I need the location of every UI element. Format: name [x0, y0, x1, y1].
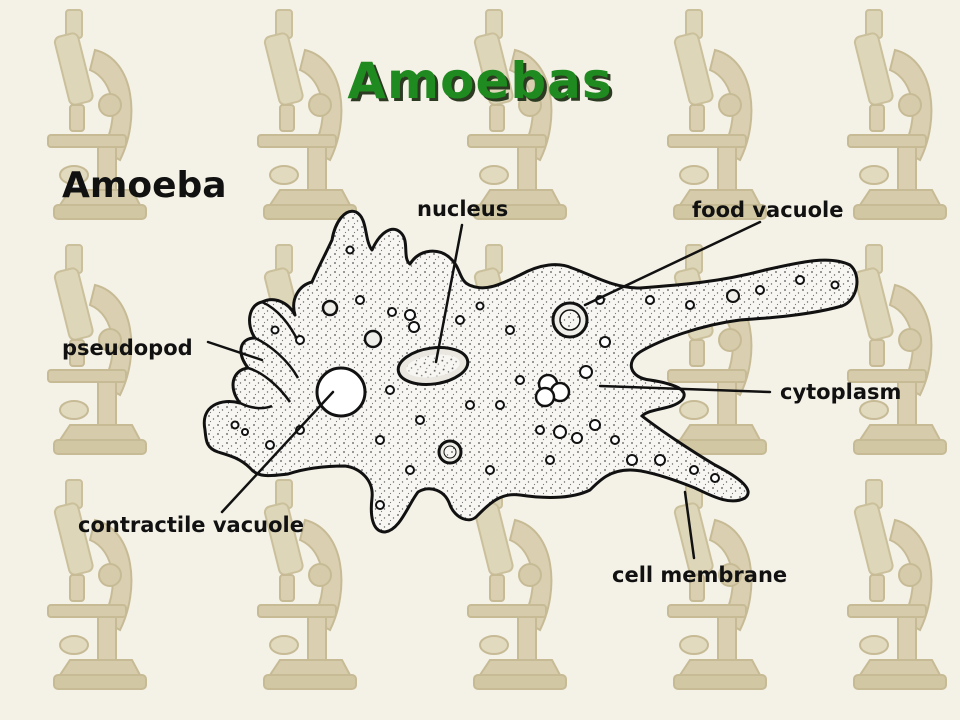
contractile-vacuole-leader	[220, 390, 335, 514]
label-nucleus: nucleus	[417, 197, 509, 221]
label-pseudopod: pseudopod	[62, 336, 193, 360]
slide-title: Amoebas	[347, 52, 613, 110]
label-cell-membrane: cell membrane	[612, 563, 788, 587]
label-contractile-vacuole: contractile vacuole	[78, 513, 304, 537]
food-vacuole-leader	[583, 220, 762, 307]
pseudopod-leader	[206, 340, 264, 362]
label-cytoplasm: cytoplasm	[780, 380, 902, 404]
cell-body	[202, 209, 859, 534]
contractile-vacuole-organelle	[315, 366, 367, 418]
nucleus-leader	[434, 223, 464, 364]
diagram-title: Amoeba	[62, 165, 227, 206]
cytoplasm-leader	[598, 384, 772, 394]
cell-membrane-leader	[683, 490, 696, 560]
label-food-vacuole: food vacuole	[692, 198, 844, 222]
